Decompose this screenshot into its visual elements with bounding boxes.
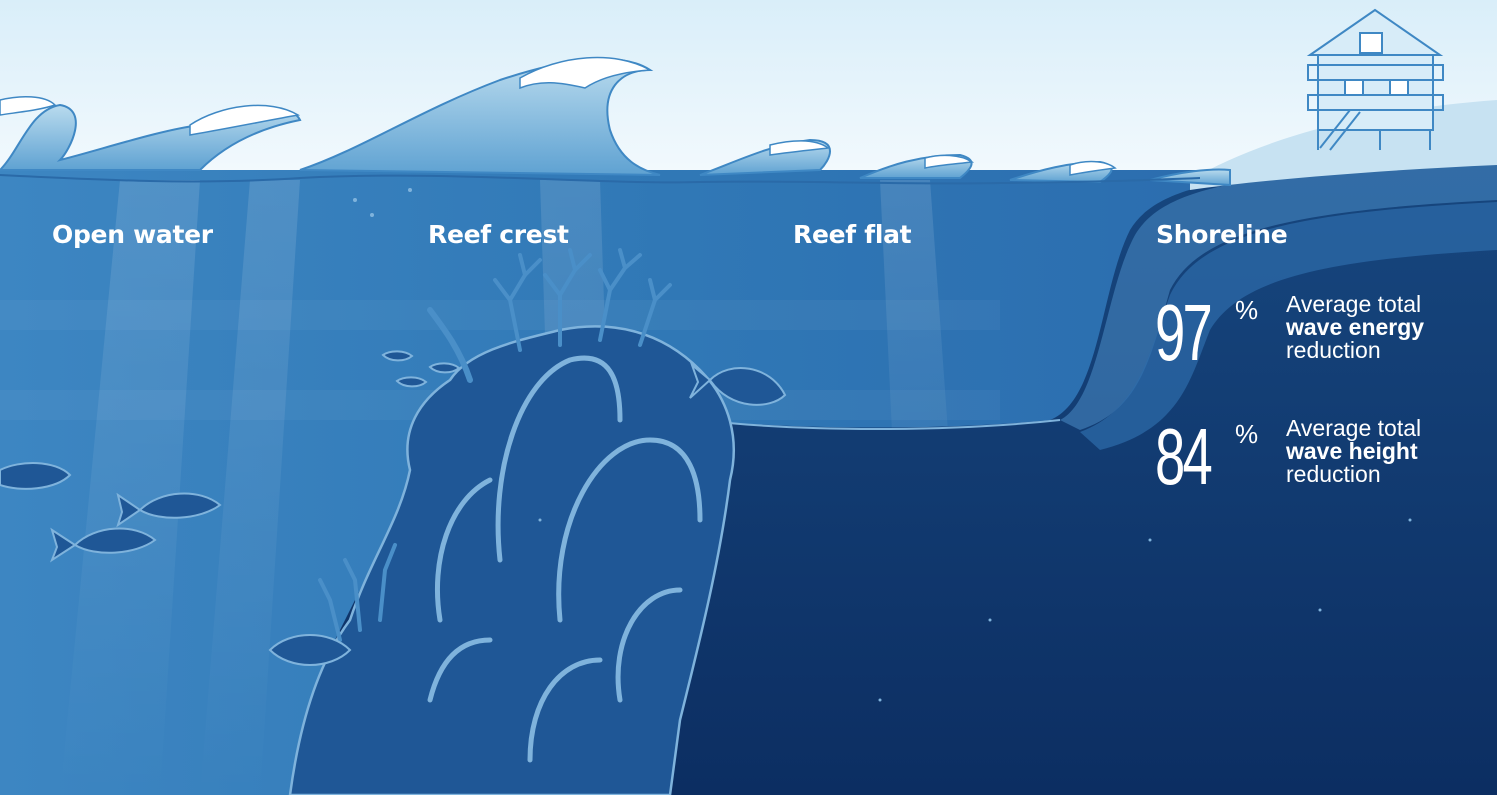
stat-height-value: 84 [1155, 417, 1210, 497]
stat-wave-height: 84 % Average total wave height reduction [1155, 417, 1485, 517]
label-shoreline: Shoreline [1156, 220, 1287, 249]
stat-height-line2: wave height [1286, 440, 1421, 463]
stat-energy-value: 97 [1155, 293, 1210, 373]
stat-height-description: Average total wave height reduction [1286, 417, 1421, 486]
stat-energy-line2: wave energy [1286, 316, 1424, 339]
stat-energy-description: Average total wave energy reduction [1286, 293, 1424, 362]
stat-energy-line3: reduction [1286, 339, 1424, 362]
stat-height-line3: reduction [1286, 463, 1421, 486]
stat-height-unit: % [1235, 419, 1258, 450]
label-reef-flat: Reef flat [793, 220, 911, 249]
stat-energy-unit: % [1235, 295, 1258, 326]
stat-wave-energy: 97 % Average total wave energy reduction [1155, 293, 1485, 393]
label-open-water: Open water [52, 220, 213, 249]
label-reef-crest: Reef crest [428, 220, 569, 249]
stat-height-line1: Average total [1286, 417, 1421, 440]
stat-energy-line1: Average total [1286, 293, 1424, 316]
